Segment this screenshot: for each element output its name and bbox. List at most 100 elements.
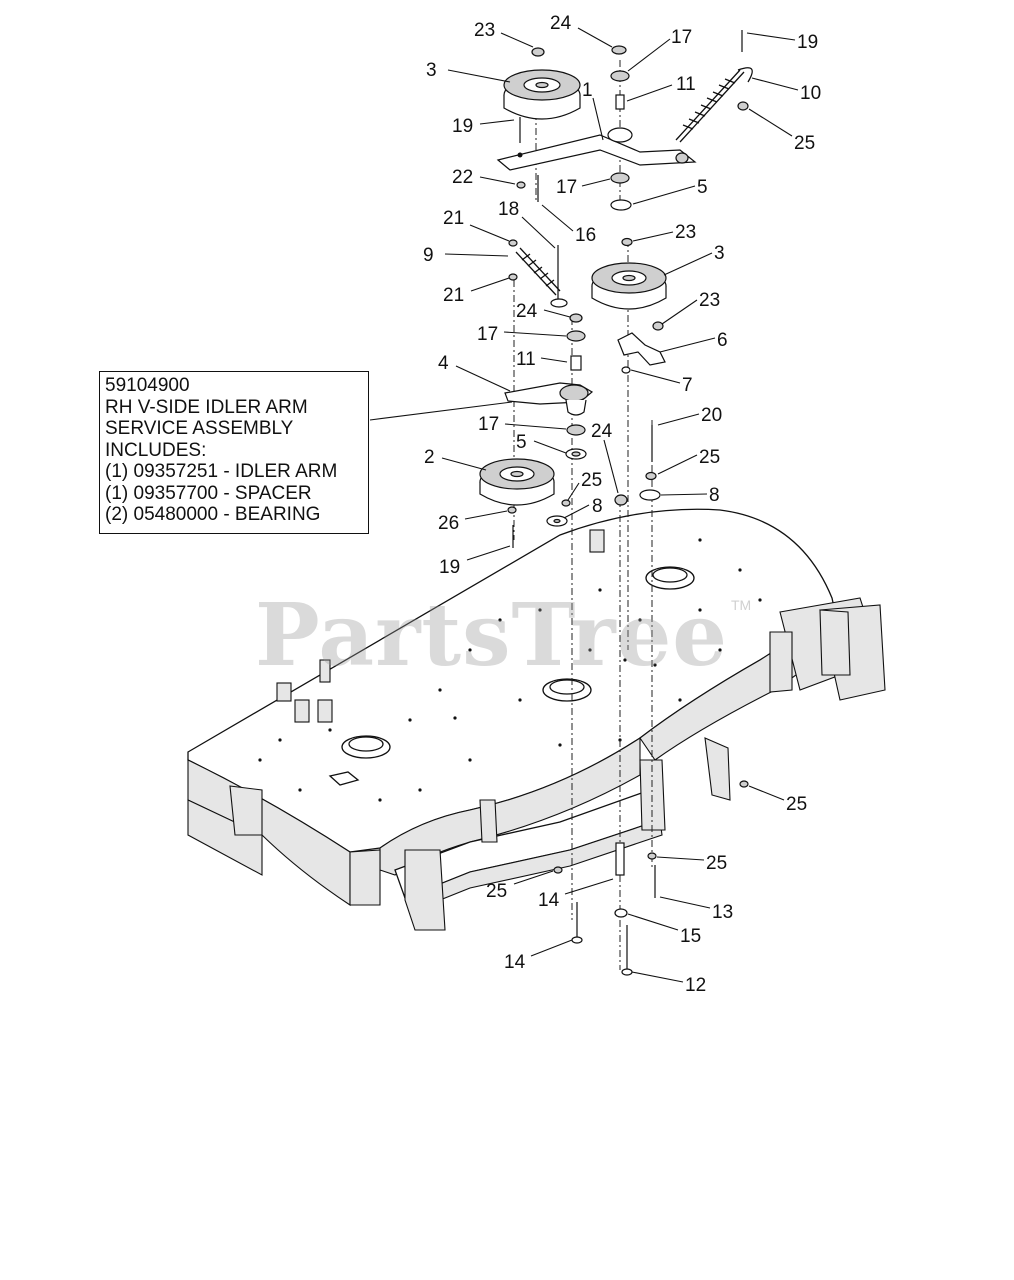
callout: 24 — [591, 421, 619, 494]
svg-text:1: 1 — [582, 80, 593, 101]
svg-text:17: 17 — [478, 414, 499, 435]
callout: 1 — [582, 80, 604, 141]
callout: 23 — [661, 290, 720, 325]
callout: 8 — [660, 485, 720, 506]
callout: 11 — [626, 74, 696, 102]
svg-text:17: 17 — [477, 324, 498, 345]
service-assembly-info-box: 59104900 RH V-SIDE IDLER ARM SERVICE ASS… — [99, 371, 369, 534]
callout: 19 — [439, 545, 511, 578]
svg-text:19: 19 — [439, 557, 460, 578]
svg-text:19: 19 — [797, 32, 818, 53]
callout: 25 — [656, 853, 727, 874]
svg-text:10: 10 — [800, 83, 821, 104]
callout: 8 — [563, 496, 603, 519]
svg-text:3: 3 — [426, 60, 437, 81]
callout: 20 — [657, 405, 722, 426]
callout: 7 — [630, 369, 693, 396]
callout: 4 — [438, 353, 511, 392]
callout: 5 — [516, 432, 567, 454]
svg-text:8: 8 — [709, 485, 720, 506]
callout: 18 — [498, 199, 556, 249]
info-includes-item: (2) 05480000 - BEARING — [105, 504, 321, 525]
info-part-number: 59104900 — [105, 375, 190, 396]
callout: 21 — [443, 277, 510, 306]
callout: 23 — [632, 222, 696, 243]
svg-text:17: 17 — [556, 177, 577, 198]
callout: 22 — [452, 167, 516, 188]
callout: 14 — [504, 939, 573, 973]
callout: 17 — [477, 324, 567, 345]
svg-text:3: 3 — [714, 243, 725, 264]
callout: 26 — [438, 510, 508, 534]
svg-text:21: 21 — [443, 285, 464, 306]
callout: 6 — [659, 330, 728, 353]
svg-text:19: 19 — [452, 116, 473, 137]
info-includes-label: INCLUDES: — [105, 439, 207, 461]
svg-text:20: 20 — [701, 405, 722, 426]
info-includes-item: (1) 09357251 - IDLER ARM — [105, 461, 338, 482]
callout: 24 — [550, 13, 613, 48]
svg-text:11: 11 — [516, 349, 536, 370]
svg-text:7: 7 — [682, 375, 693, 396]
callout: 3 — [663, 243, 725, 276]
svg-text:8: 8 — [592, 496, 603, 517]
svg-text:17: 17 — [671, 27, 692, 48]
callout: 12 — [631, 971, 706, 996]
callout: 25 — [486, 870, 554, 902]
exploded-parts — [479, 30, 753, 976]
callout: 17 — [478, 414, 567, 435]
svg-text:2: 2 — [424, 447, 435, 468]
callout: 25 — [657, 447, 720, 475]
svg-text:14: 14 — [538, 890, 560, 911]
callout: 17 — [556, 177, 611, 198]
callout: 25 — [748, 785, 807, 815]
svg-text:4: 4 — [438, 353, 449, 374]
callout: 25 — [748, 108, 815, 154]
callout: 5 — [632, 177, 708, 205]
svg-text:25: 25 — [581, 470, 602, 491]
svg-text:25: 25 — [786, 794, 807, 815]
svg-text:26: 26 — [438, 513, 459, 534]
svg-text:16: 16 — [575, 225, 596, 246]
callout: 15 — [627, 913, 701, 947]
svg-text:13: 13 — [712, 902, 733, 923]
svg-text:21: 21 — [443, 208, 464, 229]
callout: 17 — [627, 27, 692, 72]
callout: 24 — [516, 301, 571, 322]
svg-text:11: 11 — [676, 74, 696, 95]
svg-text:25: 25 — [486, 881, 507, 902]
callout: 19 — [452, 116, 515, 137]
callout: 2 — [424, 447, 487, 471]
svg-text:6: 6 — [717, 330, 728, 351]
callout: 9 — [423, 245, 509, 266]
svg-text:23: 23 — [675, 222, 696, 243]
svg-text:25: 25 — [699, 447, 720, 468]
info-box-leader — [369, 401, 513, 421]
svg-text:23: 23 — [474, 20, 495, 41]
mower-deck — [187, 508, 886, 931]
svg-text:25: 25 — [794, 133, 815, 154]
callout: 16 — [541, 204, 596, 246]
info-title-line-2: SERVICE ASSEMBLY — [105, 418, 294, 439]
info-title-line-1: RH V-SIDE IDLER ARM — [105, 396, 308, 418]
svg-text:5: 5 — [697, 177, 708, 198]
callout: 14 — [538, 878, 614, 911]
svg-text:15: 15 — [680, 926, 701, 947]
callout: 11 — [516, 349, 568, 370]
svg-text:25: 25 — [706, 853, 727, 874]
callout: 13 — [659, 896, 733, 923]
info-includes-item: (1) 09357700 - SPACER — [105, 482, 312, 504]
svg-text:23: 23 — [699, 290, 720, 311]
callout: 19 — [746, 32, 818, 53]
svg-text:14: 14 — [504, 952, 526, 973]
svg-text:18: 18 — [498, 199, 519, 220]
callout: 23 — [474, 20, 534, 48]
svg-text:24: 24 — [516, 301, 538, 322]
svg-text:22: 22 — [452, 167, 473, 188]
callout: 25 — [567, 470, 602, 501]
svg-text:24: 24 — [550, 13, 572, 34]
callout: 3 — [426, 60, 511, 83]
watermark-trademark: TM — [731, 597, 752, 613]
svg-text:12: 12 — [685, 975, 706, 996]
